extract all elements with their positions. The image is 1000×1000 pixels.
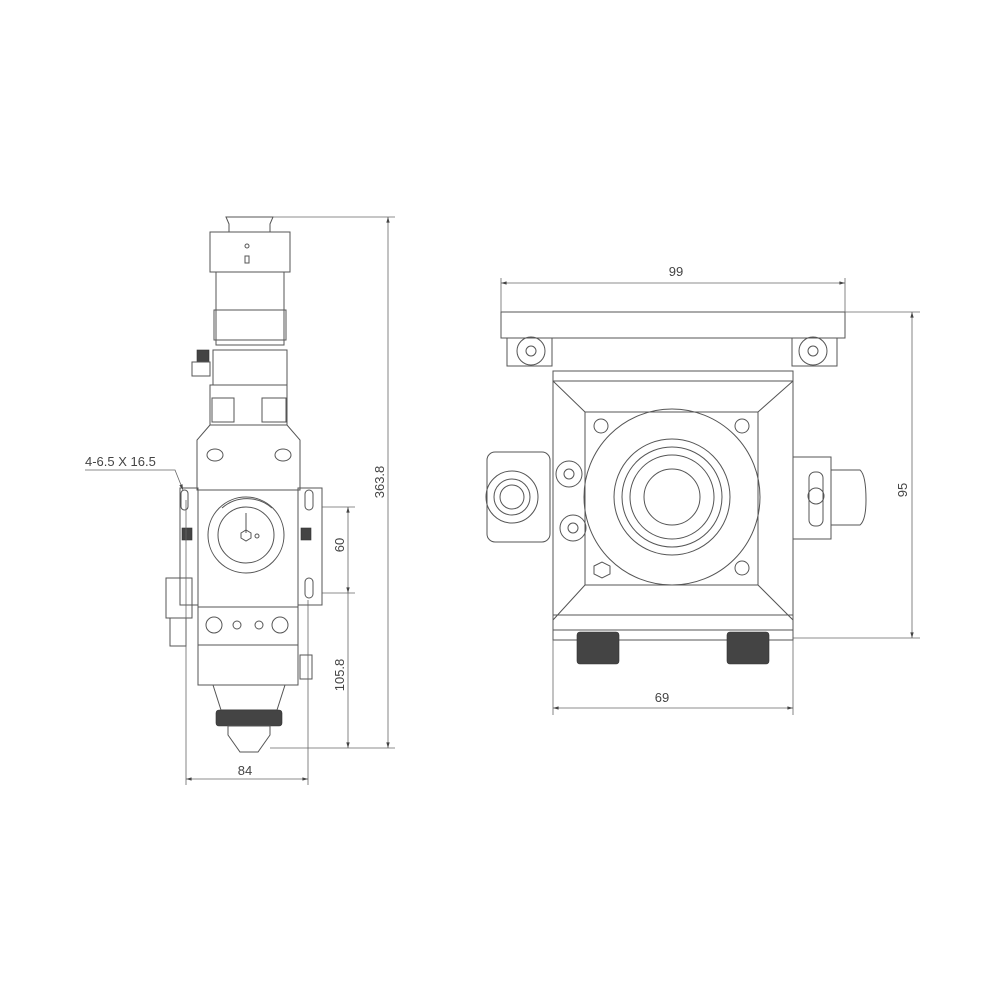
dim-depth-label: 95 (895, 483, 910, 497)
slot-callout-label: 4-6.5 X 16.5 (85, 454, 156, 469)
dim-total-height-label: 363.8 (372, 466, 387, 499)
bottom-view-dimensions (500, 278, 920, 715)
dim-width-label: 84 (238, 763, 252, 778)
dim-plate-width-label: 99 (669, 264, 683, 279)
dim-body-width-label: 69 (655, 690, 669, 705)
dim-slot-spacing-label: 60 (332, 538, 347, 552)
dim-lower-height-label: 105.8 (332, 659, 347, 692)
bottom-view-cutting-head (485, 311, 867, 665)
side-view-cutting-head (165, 216, 323, 753)
side-view-dimensions (85, 216, 395, 785)
